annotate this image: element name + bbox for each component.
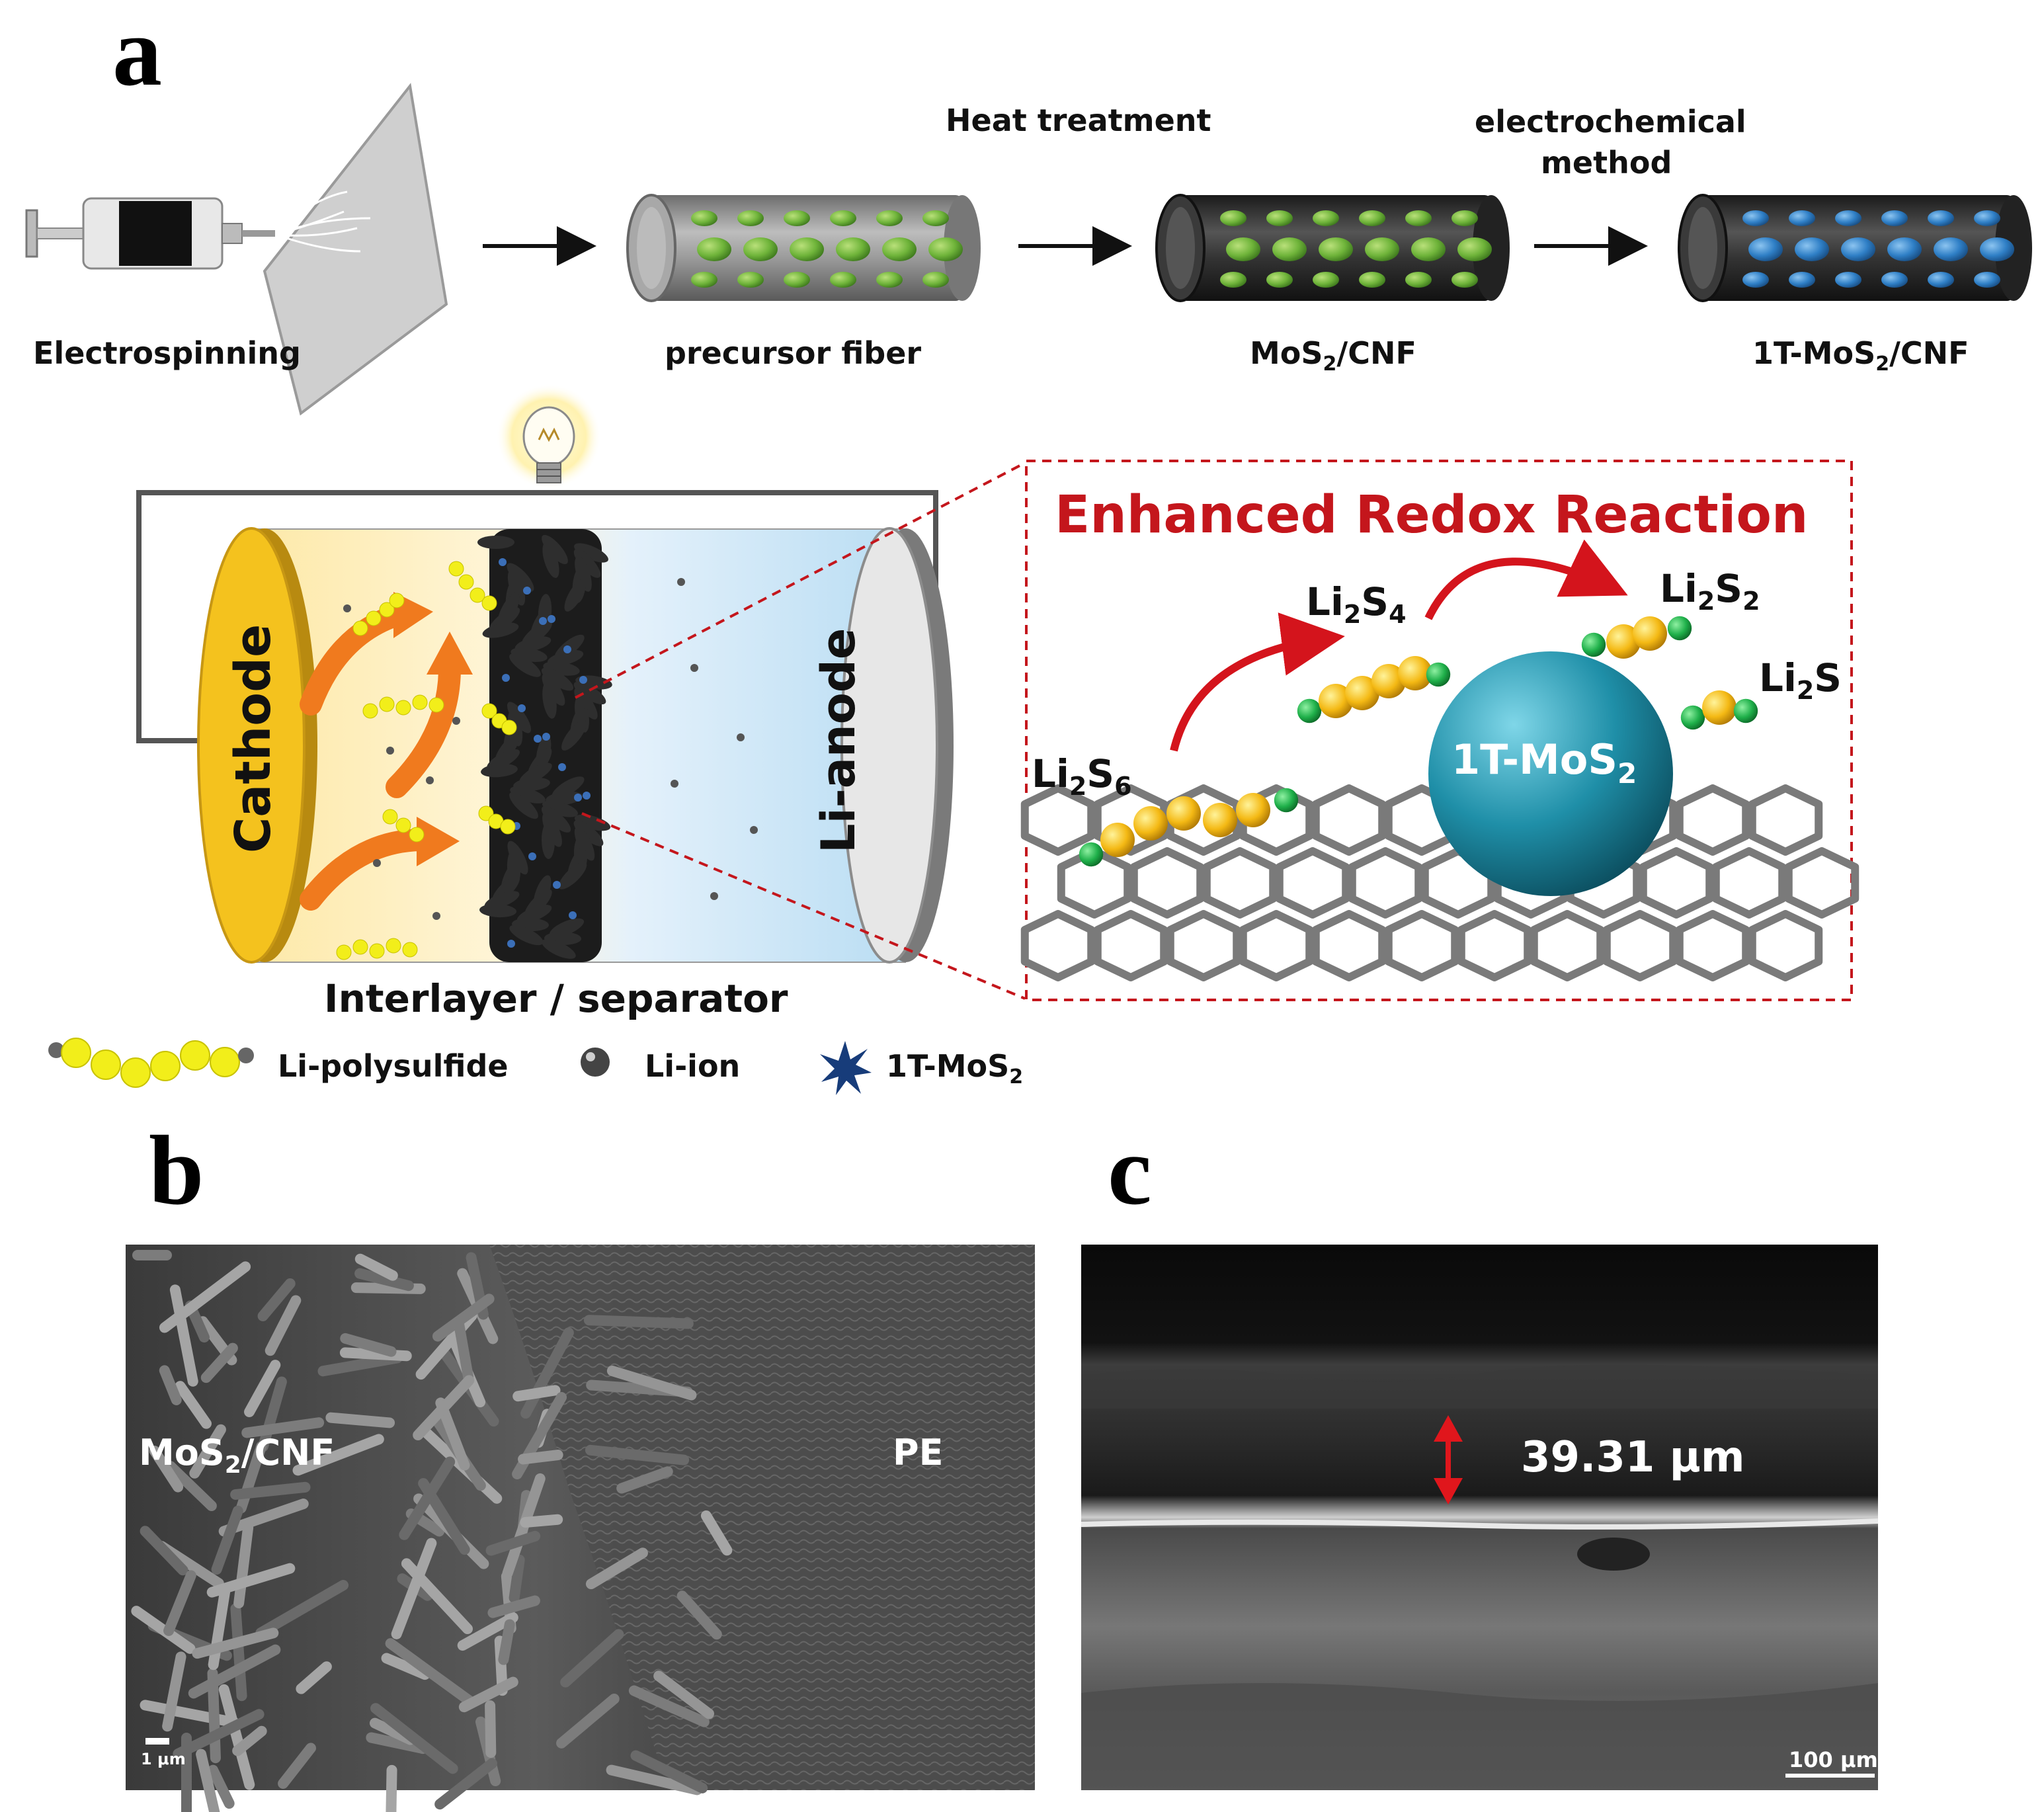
label-li2s6: Li2S6 xyxy=(1032,751,1132,801)
panel-label-b: b xyxy=(149,1116,204,1225)
interlayer-separator xyxy=(477,529,612,962)
label-li2s2: Li2S2 xyxy=(1660,566,1760,616)
label-1t-mos2-cnf: 1T-MoS2/CNF xyxy=(1752,335,1969,376)
legend-polysulfide-label: Li-polysulfide xyxy=(278,1048,509,1084)
label-method: method xyxy=(1541,145,1672,181)
label-electrospinning: Electrospinning xyxy=(33,335,301,371)
legend-mos2-label: 1T-MoS2 xyxy=(886,1048,1023,1089)
sem-image-b xyxy=(126,1245,1035,1812)
1t-mos2-sphere xyxy=(1428,651,1673,896)
1t-mos2-cnf-fiber-icon xyxy=(1678,194,2032,302)
precursor-fiber-icon xyxy=(626,194,981,302)
sem-b-scale-bar xyxy=(145,1738,169,1745)
thickness-double-arrow xyxy=(1434,1415,1463,1504)
anode-label: Li-anode xyxy=(811,628,866,853)
legend-polysulfide-icon xyxy=(48,1038,254,1088)
zoom-line-top xyxy=(575,462,1026,699)
zoom-line-bottom xyxy=(581,812,1026,1000)
li-ion-dots xyxy=(343,578,758,920)
sem-c-thickness-label: 39.31 μm xyxy=(1521,1433,1745,1482)
light-bulb-icon xyxy=(496,384,602,489)
interlayer-label: Interlayer / separator xyxy=(324,976,788,1021)
inset-title: Enhanced Redox Reaction xyxy=(1055,485,1808,545)
sphere-label: 1T-MoS2 xyxy=(1451,735,1637,790)
sem-c-scale-label: 100 μm xyxy=(1789,1747,1878,1772)
label-mos2-cnf: MoS2/CNF xyxy=(1250,335,1416,376)
sem-image-c xyxy=(1081,1245,1879,1790)
label-electrochemical: electrochemical xyxy=(1475,104,1746,140)
sem-b-left-label: MoS2/CNF xyxy=(139,1432,335,1479)
redox-arrows xyxy=(1170,539,1628,752)
legend-li-ion-icon xyxy=(581,1048,610,1077)
sem-b-right-label: PE xyxy=(893,1432,943,1473)
polysulfide-chains xyxy=(336,561,517,960)
panel-label-c: c xyxy=(1108,1116,1152,1225)
anode-disk xyxy=(840,527,954,964)
label-precursor-fiber: precursor fiber xyxy=(665,335,921,371)
inset-polysulfide-chains xyxy=(1079,616,1758,867)
sem-c-scale-bar xyxy=(1785,1774,1875,1778)
legend-mos2-star-icon xyxy=(820,1041,872,1095)
label-li2s4: Li2S4 xyxy=(1306,579,1407,629)
collector-plate-icon xyxy=(263,83,448,416)
label-heat-treatment: Heat treatment xyxy=(946,103,1211,138)
panel-label-a: a xyxy=(112,0,162,106)
label-li2s: Li2S xyxy=(1759,655,1842,705)
cathode-label: Cathode xyxy=(225,624,282,853)
syringe-icon xyxy=(25,197,275,270)
mos2-cnf-fiber-icon xyxy=(1155,194,1510,302)
polysulfide-flow-arrows xyxy=(300,604,461,911)
cathode-disk xyxy=(197,527,317,964)
sem-b-scale-label: 1 μm xyxy=(141,1750,186,1768)
legend-li-ion-label: Li-ion xyxy=(645,1048,740,1084)
